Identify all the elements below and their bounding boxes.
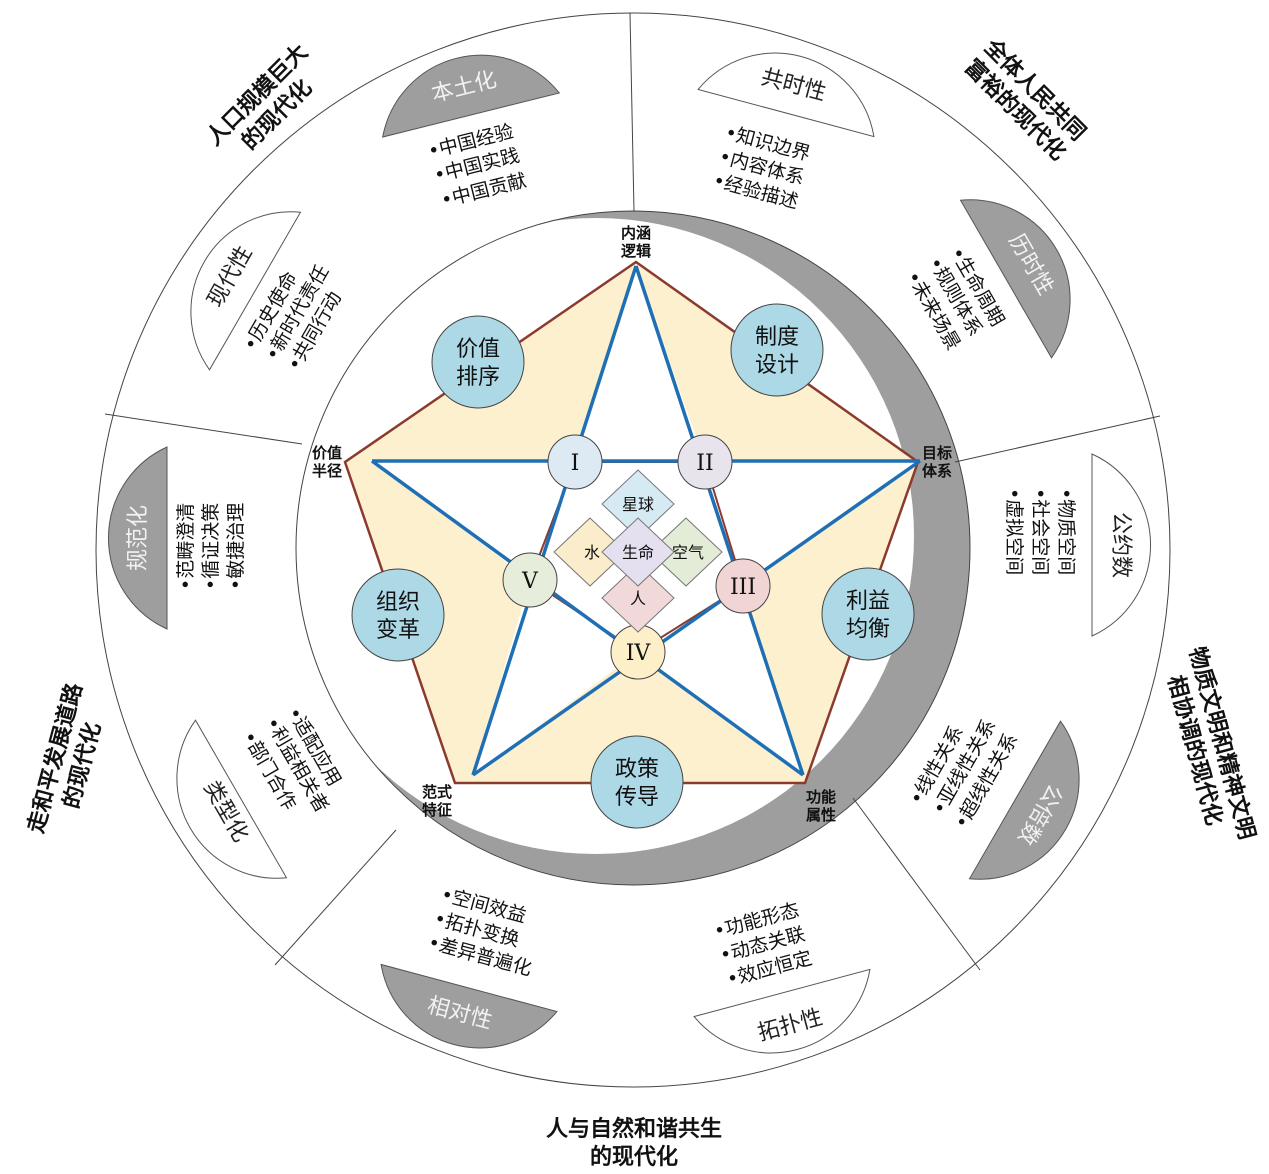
title-left: 走和平发展道路的现代化 <box>23 679 115 843</box>
segment-gongshixing: 共时性 <box>697 52 875 138</box>
segment-tuopuxing <box>693 968 871 1054</box>
svg-text:II: II <box>696 451 713 476</box>
diamond-air: 空气 <box>649 517 723 587</box>
circle-institution-design: 制度设计 <box>730 303 824 397</box>
diamond-human: 人 <box>601 563 675 633</box>
circle-value-ranking: 价值排序 <box>431 315 525 409</box>
svg-text:水: 水 <box>584 543 600 562</box>
svg-text:规范化: 规范化 <box>126 505 151 571</box>
numeral-circle-4: IV <box>610 624 666 680</box>
svg-text:公约数: 公约数 <box>1108 512 1133 578</box>
segment-gongbeishu: 公倍数 <box>968 720 1080 880</box>
bullet-item-gongyueshu: •社会空间 <box>1029 488 1051 575</box>
svg-text:价值排序: 价值排序 <box>456 337 500 390</box>
numeral-circle-2: II <box>677 434 733 490</box>
sector-dividers <box>104 12 1161 971</box>
numeral-circle-5: V <box>502 552 558 608</box>
vertex-label-bottom-left: 范式特征 <box>422 783 452 819</box>
segment-bentuhua: 本土化 <box>382 54 561 138</box>
diamond-water: 水 <box>553 517 627 587</box>
bullet-item-gongyueshu: •物质空间 <box>1055 488 1077 575</box>
blue-star <box>370 265 922 777</box>
numeral-circle-1: I <box>547 434 603 490</box>
segment-leixinghua <box>176 719 288 879</box>
svg-text:空气: 空气 <box>672 543 704 562</box>
circle-organization-change: 组织变革 <box>351 568 445 662</box>
title-bottom: 人与自然和谐共生的现代化 <box>546 1116 722 1170</box>
vertex-label-top: 内涵逻辑 <box>621 224 651 260</box>
circle-interest-balance: 利益均衡 <box>821 567 915 661</box>
segment-xiangduixing <box>380 963 558 1049</box>
svg-text:V: V <box>521 569 539 594</box>
segment-lishixing: 历时性 <box>959 199 1071 359</box>
svg-text:IV: IV <box>626 641 652 666</box>
inner-circle <box>295 210 971 886</box>
circle-policy-transmission: 政策传导 <box>590 735 684 829</box>
vertex-label-bottom-right: 功能属性 <box>806 788 836 824</box>
segment-xiandaixing: 现代性 <box>190 211 302 371</box>
title-right: 物质文明和精神文明相协调的现代化 <box>1157 644 1260 849</box>
segment-gongyueshu: 公约数 <box>1091 453 1152 637</box>
vertex-label-right: 目标体系 <box>922 444 952 480</box>
segment-guifanhua: 规范化 <box>107 446 168 630</box>
svg-text:组织变革: 组织变革 <box>376 590 420 643</box>
svg-text:III: III <box>730 575 756 600</box>
svg-text:人: 人 <box>630 589 646 608</box>
bullet-item-gongyueshu: •虚拟空间 <box>1003 488 1025 575</box>
svg-text:制度设计: 制度设计 <box>755 325 799 378</box>
svg-text:I: I <box>571 451 580 476</box>
numeral-circle-3: III <box>715 558 771 614</box>
diamond-life: 生命 <box>601 517 675 587</box>
svg-text:生命: 生命 <box>622 543 654 562</box>
svg-text:政策传导: 政策传导 <box>615 757 659 810</box>
vertex-label-left: 价值半径 <box>312 444 342 480</box>
svg-text:利益均衡: 利益均衡 <box>846 589 890 642</box>
bullet-item-guifanhua: •敏捷治理 <box>225 503 247 590</box>
bullet-item-guifanhua: •范畴澄清 <box>175 503 197 590</box>
svg-text:星球: 星球 <box>622 495 654 514</box>
bullet-item-guifanhua: •循证决策 <box>200 503 222 590</box>
